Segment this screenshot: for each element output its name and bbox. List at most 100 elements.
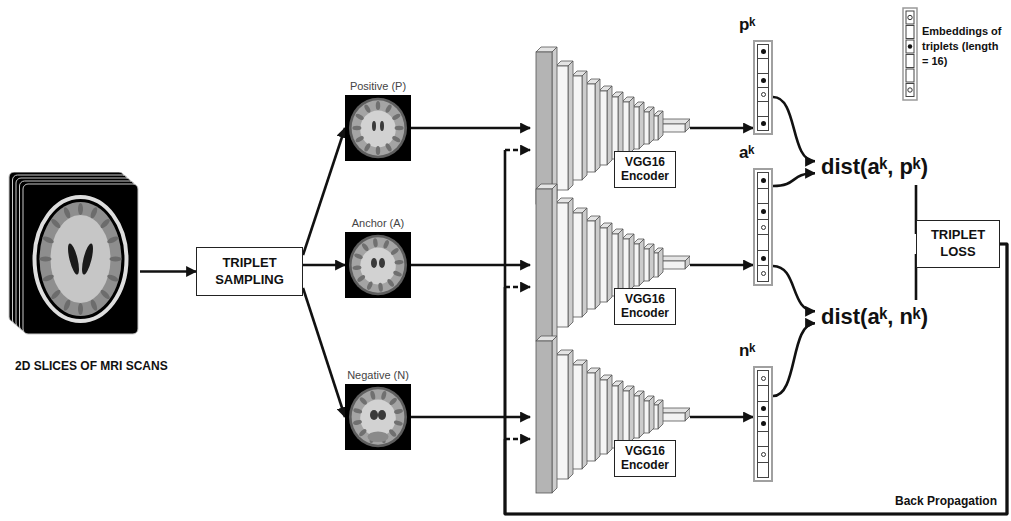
encoder-label: VGG16 Encoder — [620, 292, 670, 321]
encoder-layer-side — [552, 47, 557, 204]
distance-term: dist(aᵏ, pᵏ) — [815, 150, 934, 185]
mri-gyrus — [106, 273, 119, 282]
connector — [773, 173, 815, 186]
mri-gyrus — [359, 396, 368, 406]
connector — [411, 417, 530, 418]
connector — [303, 128, 345, 255]
mri-gyrus — [353, 419, 363, 425]
encoder-layer-side — [629, 97, 634, 154]
encoder-layer-side — [629, 386, 634, 443]
backprop-dashed-arrow — [505, 286, 530, 289]
mri-gyrus — [62, 299, 71, 312]
encoder-layer-front — [572, 365, 582, 469]
mri-gyrus — [384, 142, 392, 152]
mri-slice-picture — [345, 232, 411, 298]
embedding-cell — [757, 446, 769, 462]
mri-gyrus — [363, 104, 371, 114]
embedding-dot — [761, 209, 766, 214]
mri-gyrus — [366, 281, 374, 291]
mri-gyrus — [356, 274, 366, 283]
image-caption: Anchor (A) — [352, 217, 405, 229]
mri-gyrus — [106, 235, 119, 244]
embedding-cell — [757, 101, 769, 116]
mri-image: Negative (N) — [345, 384, 411, 450]
connector — [411, 128, 530, 129]
mri-gyrus — [358, 428, 368, 437]
mri-gyrus — [89, 299, 98, 312]
mri-background — [345, 232, 411, 298]
encoder-layer-side — [618, 229, 623, 296]
distance-label: dist(aᵏ, pᵏ) — [821, 153, 928, 182]
encoder-layer-side — [568, 198, 573, 327]
mri-ventricle — [372, 121, 376, 131]
embedding-cell — [757, 431, 769, 447]
legend-vector-sample — [903, 8, 917, 100]
embedding-dot — [761, 121, 766, 126]
encoder-label-box: VGG16 Encoder — [614, 288, 676, 325]
mri-gyrus — [373, 238, 378, 247]
connector — [690, 265, 753, 266]
mri-slice-picture — [345, 384, 411, 450]
mri-gyrus — [380, 390, 387, 400]
vgg16-encoder: VGG16 Encoder — [530, 334, 690, 494]
mri-gyrus — [376, 101, 380, 110]
mri-gyrus — [391, 135, 401, 143]
encoder-layer-side — [649, 244, 654, 281]
encoder-layer-side — [649, 107, 654, 144]
connector — [505, 150, 1007, 514]
connector — [690, 417, 753, 418]
encoder-layer-side — [607, 375, 612, 454]
embedding-cell — [757, 188, 769, 205]
encoder-layer-side — [658, 400, 663, 429]
encoder-layer-side — [649, 396, 654, 433]
mri-scalp — [349, 98, 407, 159]
embedding-dot — [761, 78, 766, 83]
mri-cerebellum — [367, 432, 388, 443]
embedding-cell — [757, 172, 769, 189]
mri-gyrus — [50, 288, 62, 300]
encoder-layer-side — [568, 61, 573, 190]
mri-gyrus — [384, 104, 392, 114]
image-caption: Positive (P) — [350, 80, 406, 92]
connector-line — [411, 264, 530, 267]
encoder-layer-side — [607, 86, 612, 165]
encoder-layer-side — [639, 239, 644, 286]
connector-line — [773, 97, 815, 161]
mri-gyrus — [390, 247, 400, 256]
mri-ventricle — [378, 410, 386, 420]
legend-vector-cell — [906, 84, 914, 97]
embedding-dot — [761, 406, 766, 411]
connector — [773, 97, 815, 161]
connector-line — [303, 288, 345, 417]
mri-gyrus — [42, 235, 55, 244]
embedding-dot — [761, 421, 766, 426]
mri-gyrus — [386, 278, 395, 288]
mri-gyrus — [394, 408, 404, 414]
mri-gyrus — [89, 206, 98, 219]
legend-vector-ring — [908, 88, 912, 92]
mri-ventricle — [380, 121, 384, 131]
embedding-dot — [761, 256, 766, 261]
encoder-layer-side — [595, 368, 600, 461]
encoder-layer-side — [639, 102, 644, 149]
mri-gyrus — [78, 203, 83, 215]
encoder-layer-side — [582, 71, 587, 180]
embedding-cell — [757, 87, 769, 102]
mri-gyrus — [392, 270, 402, 278]
connector — [773, 266, 815, 311]
mri-scalp — [349, 387, 407, 448]
vector-name: aᵏ — [739, 143, 754, 163]
encoder-output-bar-side — [685, 256, 690, 269]
embedding-cell — [757, 250, 769, 267]
embedding-cell — [757, 462, 769, 478]
mri-slice-sheet — [23, 184, 138, 334]
mri-stack-picture — [5, 172, 140, 337]
mri-gyrus — [63, 206, 72, 219]
encoder-label-box: VGG16 Encoder — [614, 440, 676, 477]
mri-gyrus — [393, 420, 403, 427]
mri-image: Anchor (A) — [345, 232, 411, 298]
legend-vector-cell — [906, 40, 914, 53]
embedding-cell — [757, 234, 769, 251]
